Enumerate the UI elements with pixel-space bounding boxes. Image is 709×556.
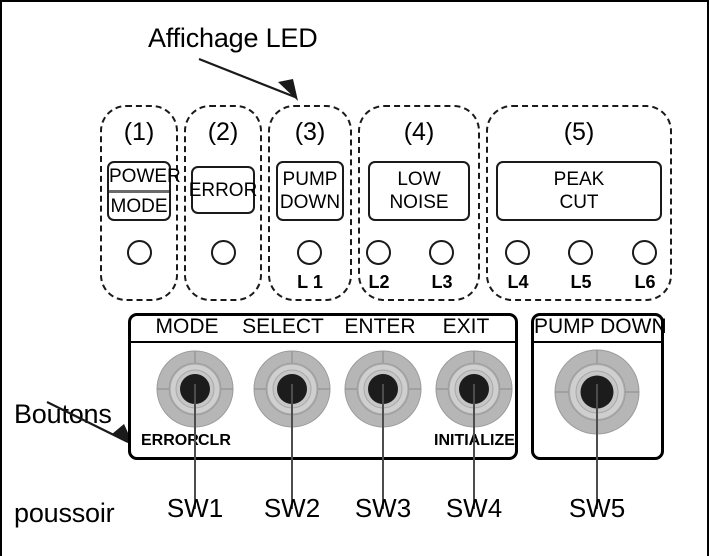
led-group-4-number: (4) — [403, 118, 435, 146]
led-group-5: (5) — [486, 105, 672, 301]
led-id-l5: L5 — [570, 272, 592, 292]
led-label-box-error: ERROR — [188, 166, 258, 214]
switch-id-sw3: SW3 — [354, 493, 412, 523]
push-button-label-pump-down: PUMP DOWN — [534, 315, 667, 338]
led-group-2-number: (2) — [207, 118, 239, 146]
push-button-sublabel-clr: CLR — [198, 432, 231, 449]
led-indicator-l3 — [429, 240, 454, 265]
leader-line-sw1 — [194, 384, 196, 509]
switch-id-sw5: SW5 — [568, 493, 626, 523]
led-id-l4: L4 — [507, 272, 529, 292]
switch-id-sw1: SW1 — [166, 493, 224, 523]
led-group-5-number: (5) — [563, 118, 595, 146]
leader-line-sw3 — [382, 384, 384, 509]
push-button-sublabel-error: ERROR — [141, 432, 199, 449]
led-id-l6: L6 — [634, 272, 656, 292]
leader-line-sw2 — [291, 384, 293, 509]
led-id-l1: L 1 — [297, 272, 323, 292]
push-button-pump-down-panel-header — [534, 316, 661, 343]
push-button-label-exit: EXIT — [442, 315, 490, 338]
led-group-1-number: (1) — [123, 118, 155, 146]
led-indicator-l5 — [568, 240, 593, 265]
led-indicator-error — [211, 240, 236, 265]
led-label-box-pump-down: PUMP DOWN — [276, 161, 344, 221]
led-id-l2: L2 — [368, 272, 390, 292]
led-indicator-l2 — [366, 240, 391, 265]
led-group-3: (3) — [268, 105, 352, 301]
led-group-1: (1) — [100, 105, 178, 301]
push-button-label-select: SELECT — [242, 315, 324, 338]
led-label-cut: CUT — [559, 192, 599, 213]
led-group-3-number: (3) — [294, 118, 326, 146]
led-label-pump: PUMP — [282, 169, 338, 190]
callout-led-display-label: Affichage LED — [148, 23, 318, 53]
push-button-label-enter: ENTER — [344, 315, 416, 338]
leader-line-sw5 — [596, 384, 598, 509]
led-indicator-l4 — [505, 240, 530, 265]
callout-led-display-arrow — [198, 57, 298, 101]
led-label-peak: PEAK — [553, 169, 605, 190]
callout-push-buttons-label: Boutons poussoir — [14, 332, 115, 556]
push-button-label-mode: MODE — [155, 315, 219, 338]
led-indicator-power-mode — [127, 240, 152, 265]
push-button-main-panel-header — [131, 316, 515, 343]
led-label-error: ERROR — [188, 179, 258, 201]
frame-border-left — [0, 0, 2, 556]
led-indicator-l6 — [632, 240, 657, 265]
leader-line-sw4 — [473, 384, 475, 509]
led-group-2: (2) — [184, 105, 262, 301]
led-label-low: LOW — [397, 169, 441, 190]
led-id-l3: L3 — [431, 272, 453, 292]
led-label-power: POWER — [109, 165, 181, 193]
frame-border-right — [707, 0, 709, 556]
led-label-mode: MODE — [110, 195, 168, 217]
led-group-4: (4) — [358, 105, 480, 301]
switch-id-sw4: SW4 — [445, 493, 503, 523]
callout-push-buttons-line1: Boutons — [14, 399, 112, 429]
led-indicator-l1 — [297, 240, 322, 265]
led-label-box-power-mode: POWER MODE — [107, 161, 181, 221]
led-label-down: DOWN — [279, 192, 341, 213]
frame-border-top — [0, 0, 709, 2]
led-label-noise: NOISE — [389, 192, 449, 213]
led-label-box-peak-cut: PEAK CUT — [496, 161, 662, 221]
callout-push-buttons-line2: poussoir — [14, 498, 115, 528]
led-label-box-low-noise: LOW NOISE — [368, 161, 470, 221]
switch-id-sw2: SW2 — [263, 493, 321, 523]
